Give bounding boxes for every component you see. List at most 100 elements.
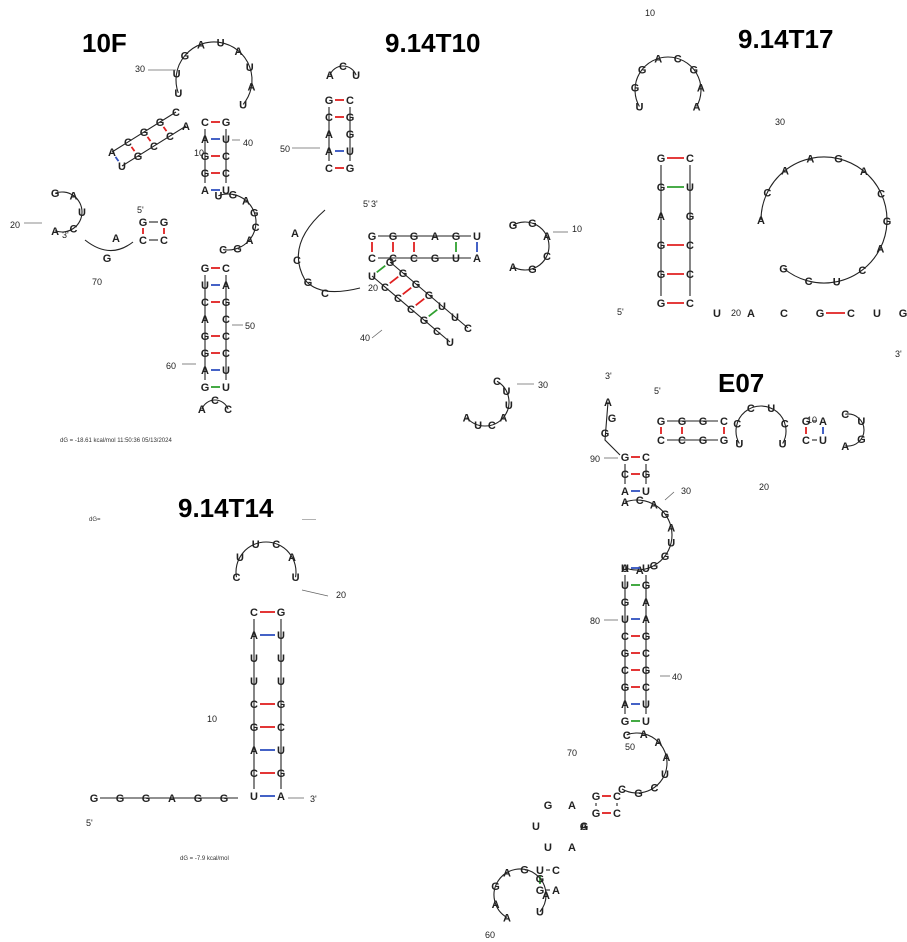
structure-9-14t14: 9.14T14 dG= ------- 20 10 5' 3' dG = -7.… [86,493,346,862]
nucleotide: A [277,791,285,803]
nucleotide: C [272,539,280,551]
loop-backbone [512,221,550,271]
loop-backbone [493,868,547,918]
nucleotide: G [452,231,461,243]
three-end-914t10: 3' [371,199,378,209]
nucleotide: A [621,486,629,498]
nucleotide: A [499,412,507,424]
nucleotide: C [232,572,240,584]
nucleotide: A [806,153,814,165]
num-914t17-10: 10 [645,8,655,18]
nucleotide: A [198,404,206,416]
nucleotide: G [779,263,788,275]
nucleotide: U [532,821,540,833]
num-10f-70: 70 [92,277,102,287]
nucleotide: A [463,412,471,424]
nucleotide: G [528,218,537,230]
nucleotide: C [651,782,659,794]
loop-backbone [845,413,865,447]
num-10f-40: 40 [243,138,253,148]
nucleotide: U [292,572,300,584]
nucleotide: G [386,257,395,269]
nucleotide: U [446,337,454,349]
base-pair-bond [376,264,386,274]
nucleotide: C [636,495,644,507]
nucleotide: C [368,253,376,265]
nucleotide: U [635,102,643,114]
nucleotide: C [720,416,728,428]
nucleotide: U [368,271,376,283]
nucleotide: U [642,563,650,575]
nucleotide: G [661,509,670,521]
nucleotide: G [608,413,617,425]
num-10f-60: 60 [166,361,176,371]
num-e07-80: 80 [590,616,600,626]
nucleotide: C [410,253,418,265]
nucleotide: U [352,70,360,82]
title-9-14t17: 9.14T17 [738,24,833,54]
nucleotide: A [621,497,629,509]
nucleotide: U [250,791,258,803]
title-9-14t10: 9.14T10 [385,28,480,58]
loop-backbone [175,41,253,105]
nucleotide: G [90,793,99,805]
five-end-10f: 5' [137,205,144,215]
nucleotide: A [201,185,209,197]
nucleotide: G [103,253,112,265]
nucleotide: C [394,293,402,305]
backbone [111,111,177,153]
nucleotide: C [219,245,227,257]
nucleotide: C [613,808,621,820]
nucleotide: G [544,800,553,812]
nucleotide: U [452,253,460,265]
nucleotide: G [802,416,811,428]
nucleotide: A [431,231,439,243]
num-10f-10: 10 [194,148,204,158]
nucleotide: C [678,435,686,447]
nucleotide: A [168,793,176,805]
base-pair-bond [402,286,412,296]
five-end-914t17: 5' [617,307,624,317]
nucleotide: A [503,867,511,879]
nucleotide: C [321,288,329,300]
backbone [297,209,361,293]
nucleotide: G [410,231,419,243]
nucleotide: C [389,253,397,265]
nucleotide: G [389,231,398,243]
nucleotide: U [239,99,247,111]
nucleotide: A [693,102,701,114]
num-10f-20: 20 [10,220,20,230]
nucleotide: A [568,800,576,812]
nucleotide: G [699,416,708,428]
nucleotide: C [674,53,682,65]
nucleotide: U [833,277,841,289]
nucleotide: G [139,217,148,229]
header-left-914t14: dG= [89,517,101,523]
base-pair-bond [415,297,425,307]
num-914t10-30: 30 [538,380,548,390]
nucleotide: G [720,435,729,447]
nucleotide: A [841,441,849,453]
nucleotide: U [536,907,544,919]
nucleotide: G [650,561,659,573]
nucleotide: C [211,395,219,407]
nucleotide: G [509,220,518,232]
nucleotide: C [160,235,168,247]
nucleotide: C [381,282,389,294]
five-end-914t14: 5' [86,818,93,828]
nucleotide: C [686,153,694,165]
loop-backbone [54,191,83,233]
num-914t10-50: 50 [280,144,290,154]
nucleotide: A [636,565,644,577]
nucleotide: C [339,61,347,73]
nucleotide: U [236,552,244,564]
nucleotide: A [654,737,662,749]
nucleotide: C [346,95,354,107]
nucleotide: A [197,39,205,51]
num-10f-30: 30 [135,64,145,74]
nucleotide: U [252,539,260,551]
nucleotide: C [325,163,333,175]
nucleotide: G [420,315,429,327]
nucleotide: A [757,215,765,227]
